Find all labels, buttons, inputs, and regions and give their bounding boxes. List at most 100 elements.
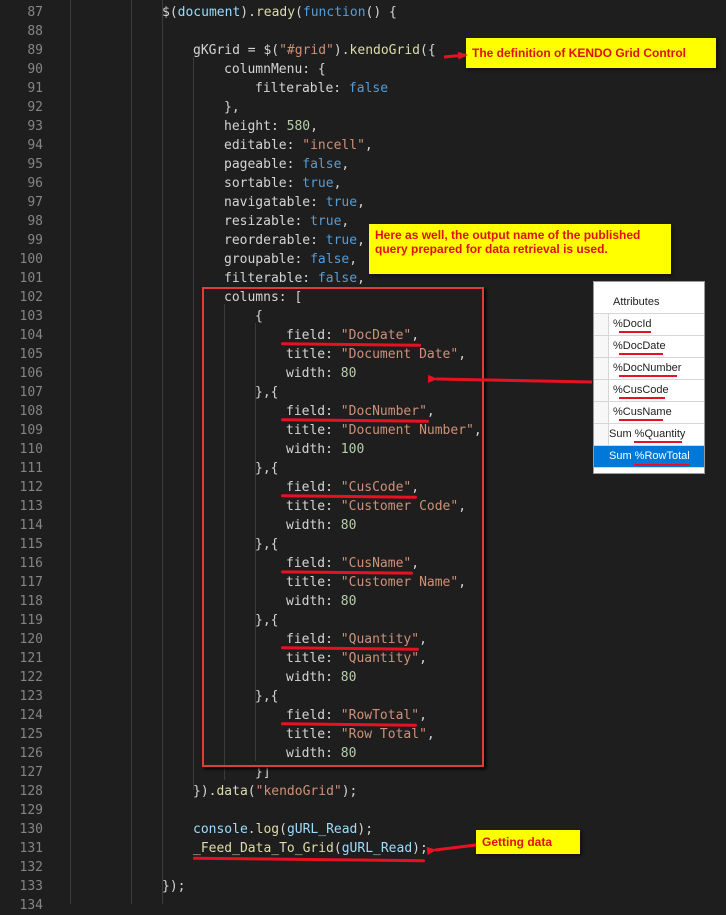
code-text: reorderable: true,	[224, 233, 365, 248]
code-text: _Feed_Data_To_Grid(gURL_Read);	[193, 841, 428, 856]
code-text: filterable: false	[255, 81, 389, 96]
code-text: });	[162, 879, 186, 894]
code-text: field: "Quantity",	[286, 632, 427, 647]
line-number: 101	[19, 271, 43, 286]
code-line: 132	[0, 858, 726, 877]
attribute-item-name: DocNumber	[622, 362, 682, 374]
attribute-item[interactable]: Sum %RowTotal	[594, 446, 704, 468]
attributes-header: Attributes	[594, 292, 704, 314]
code-text: field: "CusName",	[286, 556, 420, 571]
attributes-header-label: Attributes	[613, 296, 660, 308]
attribute-item-name: Quantity	[644, 428, 686, 440]
getting-data-note: Getting data	[476, 830, 580, 854]
code-text: width: 80	[286, 670, 357, 685]
attribute-item-label: Sum %RowTotal	[609, 446, 690, 467]
line-number: 118	[19, 594, 43, 609]
line-number: 124	[19, 708, 43, 723]
code-line: 92},	[0, 98, 726, 117]
getting-data-note-text: Getting data	[482, 835, 553, 849]
attributes-panel: Attributes %DocId%DocDate%DocNumber%CusC…	[593, 281, 705, 474]
code-text: width: 100	[286, 442, 365, 457]
code-text: title: "Customer Name",	[286, 575, 467, 590]
code-text: width: 80	[286, 366, 357, 381]
code-text: title: "Document Date",	[286, 347, 467, 362]
line-number: 122	[19, 670, 43, 685]
line-number: 93	[27, 119, 43, 134]
line-number: 87	[27, 5, 43, 20]
code-text: },{	[255, 537, 279, 552]
attribute-item-name: CusCode	[622, 384, 669, 396]
line-number: 126	[19, 746, 43, 761]
line-number: 91	[27, 81, 43, 96]
line-number: 111	[19, 461, 43, 476]
code-line: 88	[0, 22, 726, 41]
attribute-underline	[619, 419, 663, 421]
line-number: 107	[19, 385, 43, 400]
line-number: 110	[19, 442, 43, 457]
attribute-item[interactable]: %DocDate	[594, 336, 704, 358]
output-name-note-text: Here as well, the output name of the pub…	[375, 228, 641, 256]
attribute-item-label: %CusName	[613, 402, 672, 423]
attribute-item[interactable]: %DocId	[594, 314, 704, 336]
line-number: 99	[27, 233, 43, 248]
code-text: width: 80	[286, 518, 357, 533]
code-line: 99 reorderable: true,	[0, 231, 726, 250]
code-text: title: "Row Total",	[286, 727, 435, 742]
code-text: {	[255, 309, 263, 324]
line-number: 102	[19, 290, 43, 305]
attribute-item-cell	[594, 446, 608, 467]
line-number: 106	[19, 366, 43, 381]
line-number: 94	[27, 138, 43, 153]
attribute-item-label: %DocId	[613, 314, 652, 335]
code-line: 125 title: "Row Total",	[0, 725, 726, 744]
line-number: 129	[19, 803, 43, 818]
code-line: 122 width: 80	[0, 668, 726, 687]
code-text: console.log(gURL_Read);	[193, 822, 374, 837]
attribute-item-prefix: %	[613, 318, 623, 330]
output-name-note: Here as well, the output name of the pub…	[369, 224, 671, 274]
code-line: 95 pageable: false,	[0, 155, 726, 174]
code-line: 130 console.log(gURL_Read);	[0, 820, 726, 839]
code-text: }).data("kendoGrid");	[193, 784, 358, 799]
code-text: pageable: false,	[224, 157, 350, 172]
attribute-item-cell	[594, 424, 609, 445]
attribute-item[interactable]: %DocNumber	[594, 358, 704, 380]
attribute-item-name: DocDate	[622, 340, 666, 352]
code-text: width: 80	[286, 594, 357, 609]
attribute-item-name: RowTotal	[644, 450, 690, 462]
code-text: columnMenu: {	[224, 62, 326, 77]
code-text: width: 80	[286, 746, 357, 761]
indent-guide	[193, 57, 194, 790]
line-number: 112	[19, 480, 43, 495]
attribute-item-label: Sum %Quantity	[609, 424, 685, 445]
columns-highlight-box	[202, 287, 484, 767]
line-number: 130	[19, 822, 43, 837]
indent-guide	[70, 0, 71, 904]
attribute-item-name: CusName	[622, 406, 672, 418]
code-text: editable: "incell",	[224, 138, 373, 153]
code-text: title: "Quantity",	[286, 651, 427, 666]
code-text: field: "RowTotal",	[286, 708, 427, 723]
code-text: field: "DocNumber",	[286, 404, 435, 419]
attribute-item-prefix: %	[613, 362, 623, 374]
attribute-item-cell	[594, 358, 609, 379]
code-text: }]	[255, 765, 271, 780]
line-number: 95	[27, 157, 43, 172]
code-line: 101 filterable: false,	[0, 269, 726, 288]
attribute-underline	[619, 353, 663, 355]
line-number: 125	[19, 727, 43, 742]
attribute-item[interactable]: Sum %Quantity	[594, 424, 704, 446]
attribute-item[interactable]: %CusCode	[594, 380, 704, 402]
code-text: filterable: false,	[224, 271, 365, 286]
attribute-item[interactable]: %CusName	[594, 402, 704, 424]
